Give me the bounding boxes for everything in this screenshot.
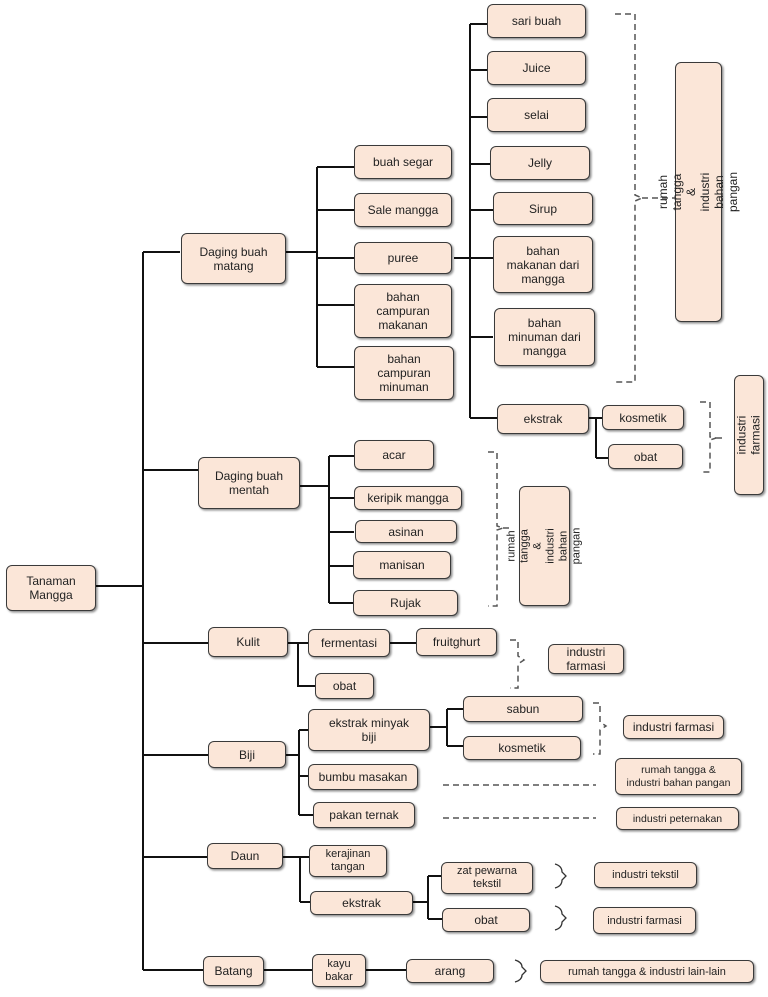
node-daging-buah-matang: Daging buah matang	[181, 233, 286, 284]
industry-farmasi-ekstrak: industri farmasi	[734, 375, 764, 495]
node-bahan-makanan-dari-mangga: bahan makanan dari mangga	[493, 236, 593, 293]
node-selai: selai	[487, 98, 586, 132]
node-keripik-mangga: keripik mangga	[354, 486, 462, 510]
bracket	[700, 401, 722, 473]
node-fruitghurt: fruitghurt	[416, 628, 497, 656]
node-kosmetik-biji: kosmetik	[463, 736, 581, 760]
node-bahan-campuran-minuman: bahan campuran minuman	[354, 346, 454, 400]
connector	[283, 856, 442, 920]
brace	[554, 863, 567, 889]
connector	[589, 417, 608, 459]
node-rujak: Rujak	[353, 590, 458, 616]
node-kayu-bakar: kayu bakar	[312, 954, 366, 987]
node-fermentasi: fermentasi	[308, 629, 390, 657]
node-juice: Juice	[487, 51, 586, 85]
node-ekstrak-minyak-biji: ekstrak minyak biji	[308, 709, 430, 751]
node-bumbu-masakan: bumbu masakan	[308, 764, 418, 790]
node-kulit: Kulit	[208, 627, 288, 657]
industry-farmasi-biji: industri farmasi	[623, 715, 724, 739]
node-batang: Batang	[203, 956, 264, 986]
connector	[300, 455, 354, 604]
node-asinan: asinan	[355, 520, 457, 543]
bracket	[510, 639, 526, 689]
bracket	[488, 451, 509, 607]
industry-farmasi-daun: industri farmasi	[593, 907, 696, 934]
industry-label: rumah tangga & industri bahan pangan	[505, 527, 583, 565]
node-ekstrak: ekstrak	[497, 404, 589, 434]
node-acar: acar	[354, 440, 434, 470]
node-obat-kulit: obat	[315, 673, 374, 699]
brace	[554, 905, 567, 931]
connector	[95, 252, 144, 970]
node-daging-buah-mentah: Daging buah mentah	[198, 457, 300, 509]
bracket	[593, 702, 608, 755]
node-bahan-minuman-dari-mangga: bahan minuman dari mangga	[494, 308, 595, 366]
node-sabun: sabun	[463, 696, 583, 722]
node-manisan: manisan	[353, 551, 451, 579]
industry-peternakan: industri peternakan	[616, 807, 739, 830]
industry-farmasi-kulit: industri farmasi	[548, 644, 624, 674]
industry-tekstil: industri tekstil	[594, 862, 697, 888]
node-ekstrak-daun: ekstrak	[310, 891, 413, 915]
connector	[286, 166, 354, 368]
node-obat-daun: obat	[442, 908, 530, 932]
industry-rumah-tangga-pangan-mentah: rumah tangga & industri bahan pangan	[506, 486, 583, 606]
node-bahan-campuran-makanan: bahan campuran makanan	[354, 284, 452, 338]
connector	[288, 642, 416, 687]
industry-label: rumah tangga & industri bahan pangan	[656, 171, 741, 213]
bracket	[615, 13, 675, 383]
node-tanaman-mangga: Tanaman Mangga	[6, 565, 96, 611]
node-jelly: Jelly	[490, 146, 590, 180]
node-pakan-ternak: pakan ternak	[313, 802, 415, 828]
node-biji: Biji	[208, 741, 286, 768]
industry-rumah-tangga-pangan-bumbu: rumah tangga & industri bahan pangan	[615, 758, 742, 795]
node-arang: arang	[406, 959, 494, 983]
node-sari-buah: sari buah	[487, 4, 586, 38]
industry-label: industri farmasi	[735, 415, 764, 455]
industry-rumah-tangga-pangan-matang: rumah tangga & industri bahan pangan	[657, 62, 741, 322]
connector	[286, 708, 463, 816]
brace	[514, 959, 527, 983]
node-zat-pewarna-tekstil: zat pewarna tekstil	[441, 862, 533, 894]
node-obat: obat	[608, 444, 683, 469]
node-sirup: Sirup	[493, 192, 593, 225]
node-kerajinan-tangan: kerajinan tangan	[309, 845, 387, 877]
connector	[454, 23, 497, 419]
industry-rumah-tangga-lain-lain: rumah tangga & industri lain-lain	[540, 960, 754, 983]
node-daun: Daun	[207, 843, 283, 869]
node-sale-mangga: Sale mangga	[354, 193, 452, 227]
node-kosmetik: kosmetik	[602, 405, 684, 430]
connector	[143, 251, 208, 971]
node-puree: puree	[354, 242, 452, 274]
node-buah-segar: buah segar	[354, 145, 452, 179]
